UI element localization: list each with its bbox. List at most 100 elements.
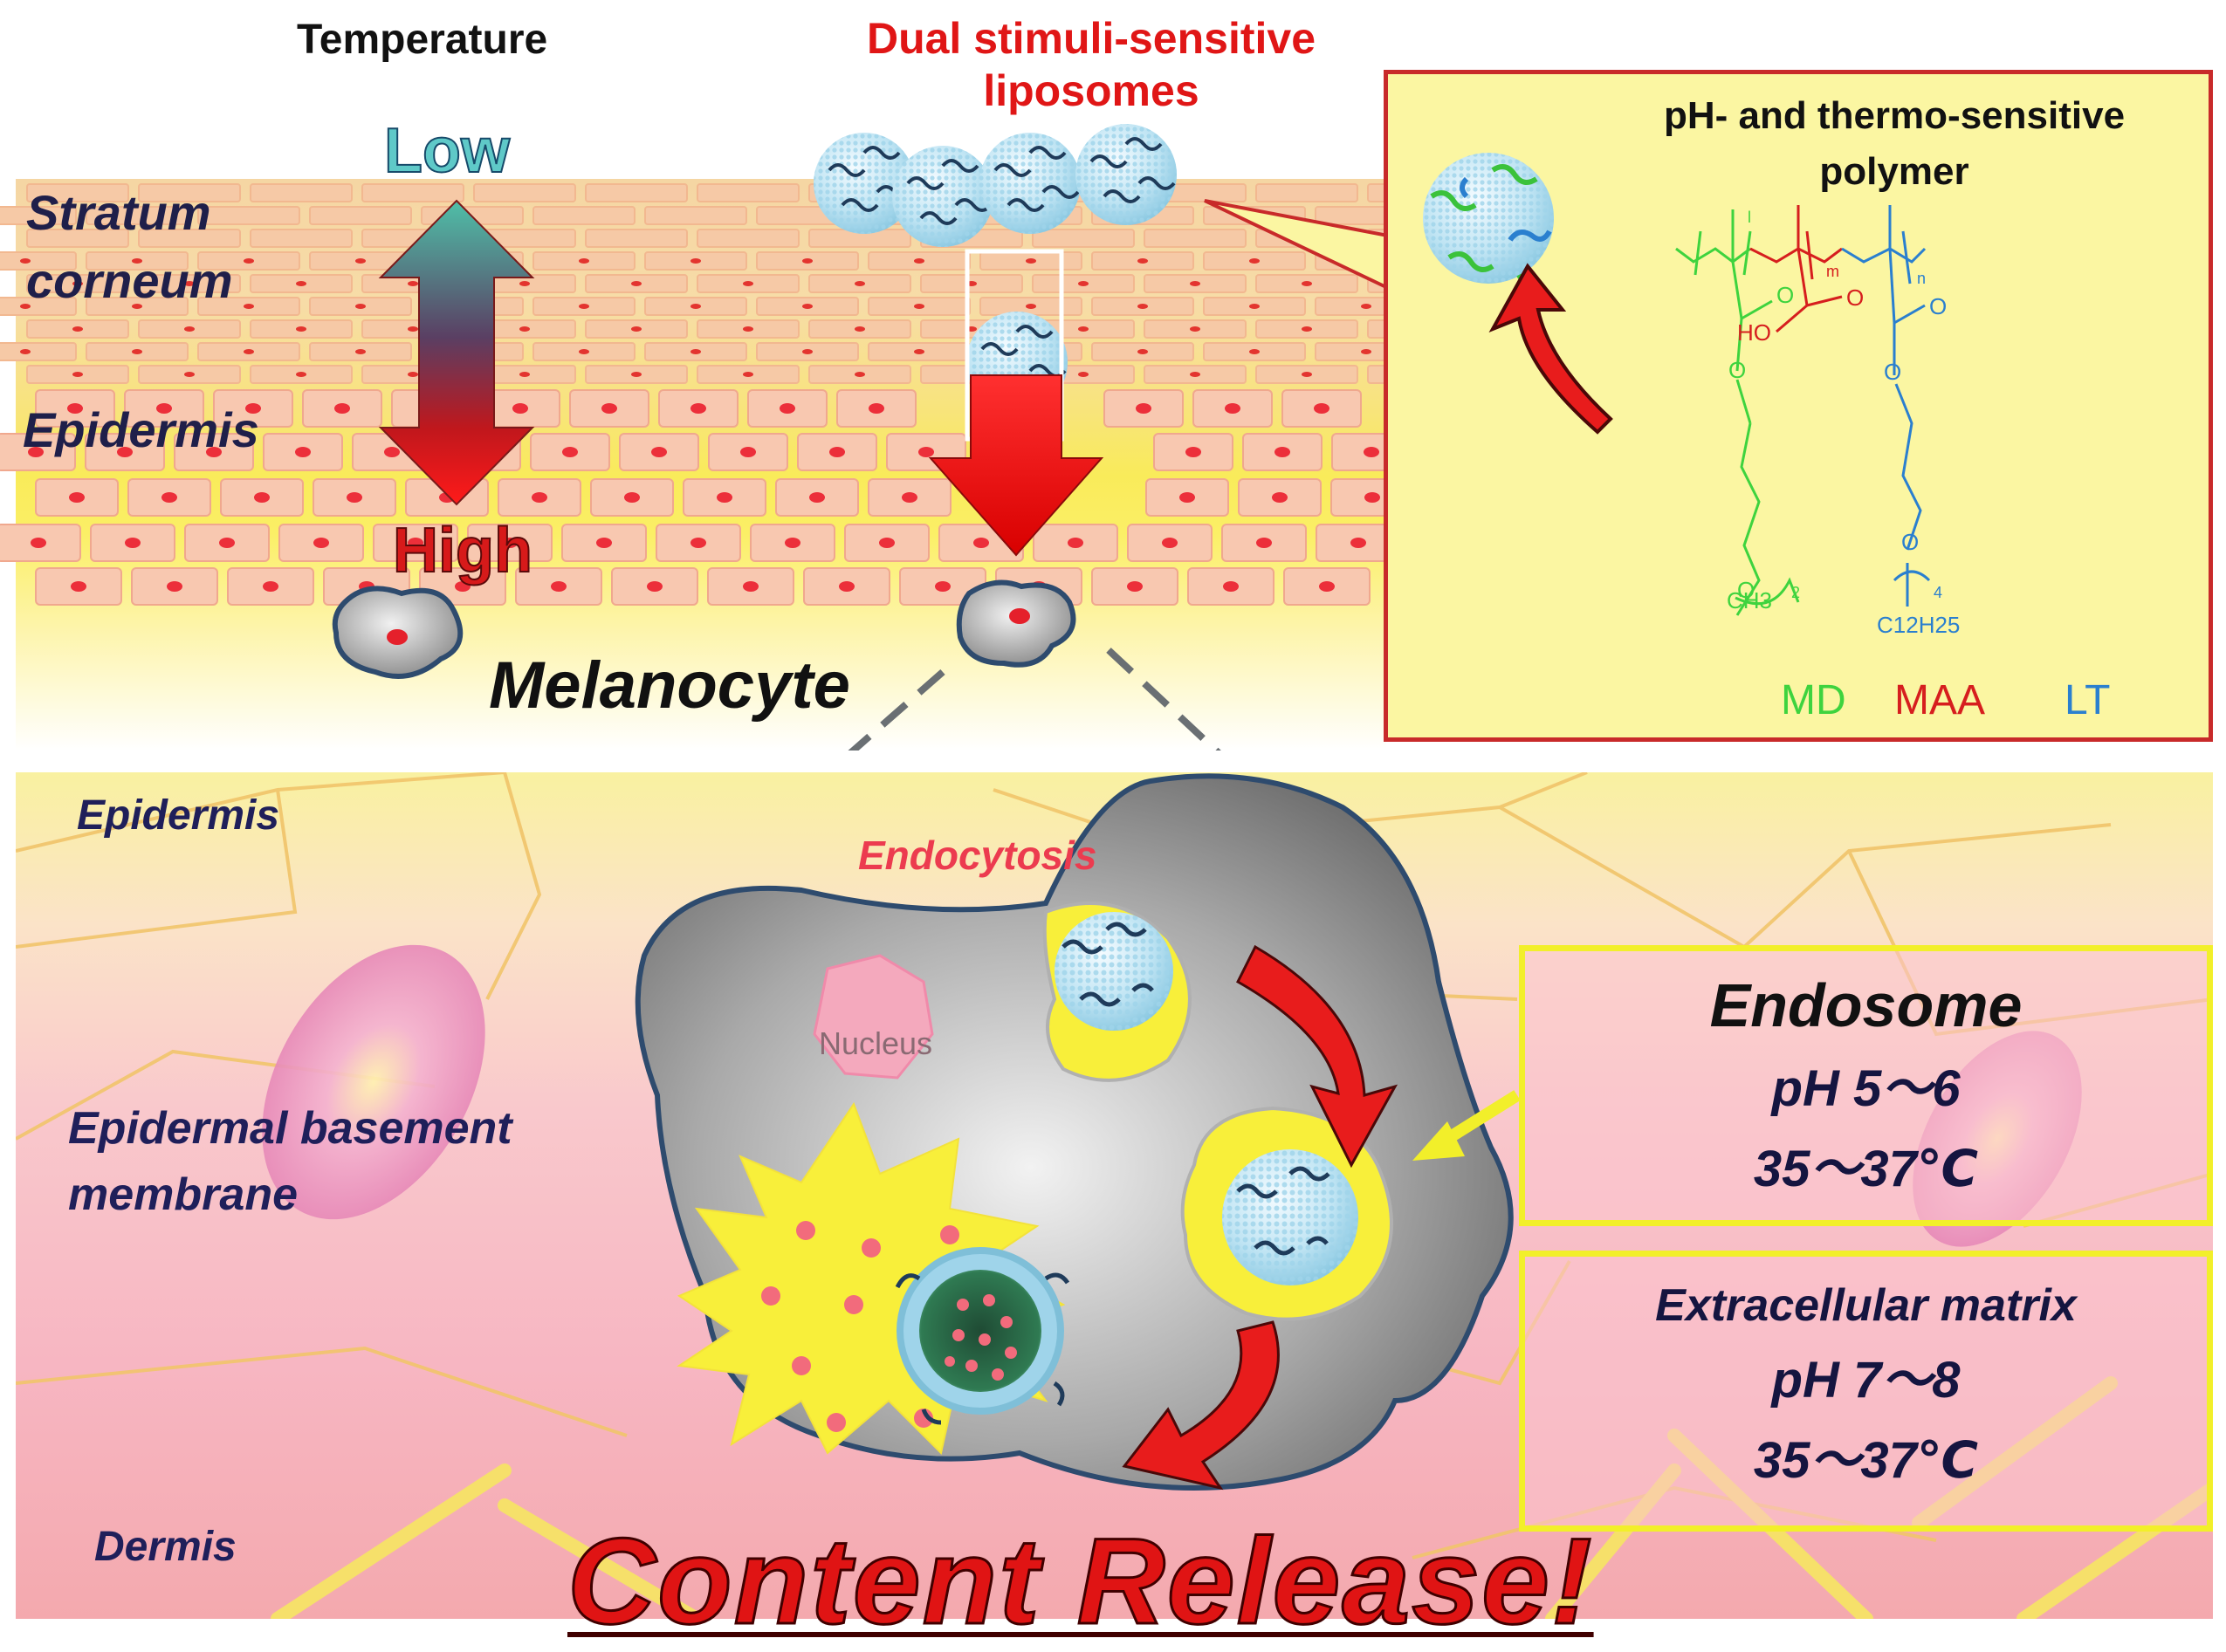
md-terminal-o: O — [1737, 577, 1755, 603]
zoom-line-right — [1106, 648, 1221, 751]
stratum-corneum-cell — [309, 297, 412, 316]
stratum-corneum-cell — [585, 365, 688, 384]
stratum-corneum-cell — [1144, 365, 1247, 384]
epidermis-cell — [836, 389, 917, 428]
endosome-title: Endosome — [1709, 971, 2023, 1039]
temperature-label: Temperature — [297, 17, 548, 63]
epidermis-cell — [619, 433, 699, 471]
epidermis-cell — [0, 524, 81, 562]
stratum-corneum-cell — [1255, 274, 1358, 293]
bottom-illustration-svg — [16, 772, 2213, 1619]
stratum-corneum-cell — [808, 274, 911, 293]
stratum-corneum-cell — [309, 342, 412, 361]
stratum-corneum-cell — [0, 251, 77, 271]
epidermis-cell — [1187, 567, 1274, 606]
stratum-corneum-cell — [197, 297, 300, 316]
epidermis-cell — [124, 389, 204, 428]
stratum-corneum-cell — [26, 365, 129, 384]
md-carbonyl-o: O — [1776, 282, 1794, 308]
stratum-corneum-cell — [756, 251, 859, 271]
stratum-corneum-cell — [697, 183, 800, 202]
bottom-epidermis-label: Epidermis — [77, 792, 280, 839]
stratum-corneum-cell — [697, 319, 800, 339]
epidermis-cell — [1221, 524, 1307, 562]
stratum-corneum-cell — [86, 206, 189, 225]
epidermis-cell — [569, 389, 649, 428]
stratum-corneum-cell — [0, 342, 77, 361]
epidermis-cell — [561, 524, 647, 562]
stratum-corneum-cell — [138, 274, 241, 293]
md-ester-o: O — [1728, 357, 1746, 383]
sub-l: l — [1748, 209, 1751, 226]
nucleus-label: Nucleus — [819, 1025, 933, 1061]
stratum-corneum-cell — [532, 251, 636, 271]
dermis-label: Dermis — [94, 1524, 237, 1570]
epidermis-cell — [35, 567, 122, 606]
liposome — [979, 133, 1081, 234]
epidermis-cell — [707, 567, 794, 606]
stratum-corneum-cell — [756, 297, 859, 316]
endocytosis-label: Endocytosis — [858, 833, 1097, 878]
polymer-title-line2: polymer — [1819, 150, 1969, 193]
sub-n: n — [1917, 270, 1926, 287]
epidermis-cell — [35, 478, 119, 517]
stratum-corneum-cell — [1203, 297, 1306, 316]
epidermis-cell — [35, 389, 115, 428]
stratum-corneum-line2: corneum — [26, 253, 233, 308]
epidermis-cell — [90, 524, 175, 562]
polymer-title-line1: pH- and thermo-sensitive — [1663, 94, 2126, 137]
content-release-headline: Content Release! — [567, 1511, 1594, 1651]
stratum-corneum-cell — [1144, 319, 1247, 339]
stratum-corneum-cell — [0, 206, 77, 225]
epidermis-cell — [1283, 567, 1371, 606]
epidermis-cell — [590, 478, 674, 517]
stratum-corneum-cell — [756, 342, 859, 361]
stratum-corneum-cell — [920, 274, 1023, 293]
ecm-title: Extracellular matrix — [1655, 1280, 2077, 1331]
endosome-liposome — [1222, 1149, 1358, 1285]
stratum-corneum-cell — [1032, 274, 1135, 293]
polymer-structure-svg: O O l 2 O CH3 O HO m — [1423, 153, 1960, 638]
basement-line1: Epidermal basement — [68, 1103, 512, 1154]
endocytosis-liposome — [1055, 912, 1173, 1031]
epidermis-cell — [1242, 433, 1323, 471]
epidermis-cell — [373, 524, 458, 562]
stratum-corneum-cell — [1032, 229, 1135, 248]
epidermis-cell — [1091, 567, 1178, 606]
sub-2: 2 — [1791, 584, 1800, 601]
stratum-corneum-cell — [808, 319, 911, 339]
epidermis-cell — [658, 389, 739, 428]
epidermis-cell — [530, 433, 610, 471]
epidermis-cell — [1127, 524, 1213, 562]
stratum-corneum-cell — [644, 251, 747, 271]
liposomes-title: Dual stimuli-sensitive liposomes — [768, 12, 1414, 117]
liposome — [814, 133, 915, 234]
stratum-corneum-cell — [138, 183, 241, 202]
stratum-corneum-cell — [644, 206, 747, 225]
melanocyte-zoom-panel: Epidermis Epidermal basement membrane De… — [16, 772, 2213, 1619]
stratum-corneum-cell — [585, 274, 688, 293]
epidermis-cell — [302, 389, 382, 428]
maa-segment — [1749, 205, 1843, 333]
basement-line2: membrane — [68, 1169, 298, 1220]
stratum-corneum-cell — [138, 365, 241, 384]
epidermis-cell — [750, 524, 835, 562]
endosome-temperature: 35～37℃ — [1753, 1141, 1979, 1197]
endosome-info-box: Endosome pH 5～6 35～37℃ — [1519, 945, 2213, 1226]
background-oval-left — [262, 944, 485, 1220]
inset-curved-arrow — [1488, 263, 1613, 435]
inset-liposome — [1423, 153, 1554, 286]
epidermis-cell — [313, 478, 396, 517]
liposome-cluster — [814, 124, 1177, 413]
temperature-double-arrow — [378, 199, 535, 506]
lt-ether-o: O — [1901, 529, 1919, 555]
epidermis-cell — [174, 433, 254, 471]
stratum-corneum-cell — [1091, 251, 1194, 271]
ecm-temperature: 35～37℃ — [1753, 1432, 1979, 1489]
epidermis-cell — [127, 478, 211, 517]
stratum-corneum-cell — [644, 297, 747, 316]
polymer-inset-box: pH- and thermo-sensitive polymer — [1384, 70, 2213, 742]
c12h25-label: C12H25 — [1877, 612, 1960, 638]
ecm-info-box: Extracellular matrix pH 7～8 35～37℃ — [1519, 1251, 2213, 1532]
epidermis-cell — [747, 389, 828, 428]
